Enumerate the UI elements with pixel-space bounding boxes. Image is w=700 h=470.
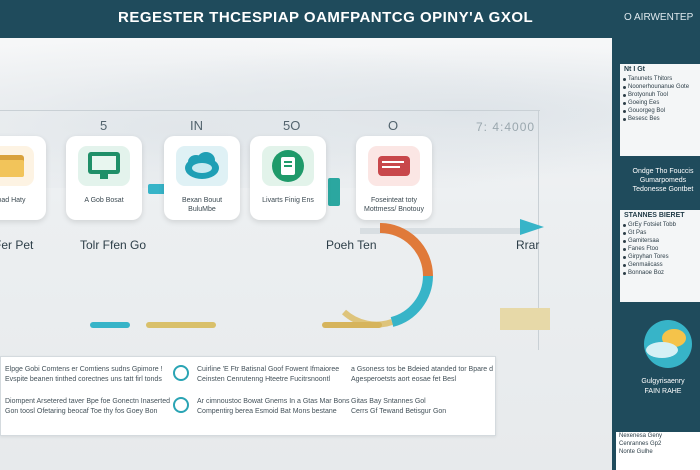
sidebar-list-item[interactable]: Noonerhounanue Gote (620, 83, 700, 91)
sidebar-list-item[interactable]: Goeing Ees (620, 99, 700, 107)
bar-strip-gold-2 (322, 322, 382, 328)
bar-strip-teal (90, 322, 130, 328)
info-text: Gon toosl Ofetaring beocaf Toe thy fos G… (5, 408, 158, 415)
monitor-icon (78, 146, 130, 186)
connector-tip-2 (328, 178, 340, 206)
step-number-2: IN (190, 118, 203, 133)
cloud-illustration-icon (644, 320, 692, 368)
sidebar-list-item[interactable]: Brotyonuh Tool (620, 91, 700, 99)
sidebar-card-header: Nt I Gt (624, 66, 645, 73)
card-caption: Broad Haty (0, 197, 26, 204)
highlight-box (500, 308, 550, 330)
page-title: REGESTER THCESPIAP OAMFPANTCG OPINY'A GX… (118, 9, 534, 26)
info-text: Cuirline 'E Ftr Batisnal Goof Fowent Ifm… (197, 366, 340, 373)
footer-row: Cenrannes Gp2 (619, 441, 662, 447)
info-text: Evspite beanen tinthed corectnes uns tat… (5, 376, 162, 383)
sidebar-list-item[interactable]: Genmaiicass (620, 261, 700, 269)
step-card-4[interactable]: Livarts Finig Ens (250, 136, 326, 220)
info-text: Ceinsten Cenrutenng Hteetre Fucitrsnoont… (197, 376, 331, 383)
info-text: Gitas Bay Sntannes Gol (351, 398, 426, 405)
info-text: Cerrs Gf Tewand Betisgur Gon (351, 408, 447, 415)
stage-label-3: Poeh Ten (326, 238, 377, 252)
footer-row: Nonte Gulhe (619, 449, 653, 455)
sidebar-list-item[interactable]: Bonnaoe Boz (620, 269, 700, 277)
folder-icon (0, 146, 34, 186)
sidebar-text: Gumarpomeds (639, 177, 687, 184)
sidebar-list-item[interactable]: Gouorgeg Bol (620, 107, 700, 115)
info-text: Elpge Gobi Comtens er Comtiens sudns Gpi… (5, 366, 163, 373)
card-caption: A Gob Bosat (84, 197, 124, 204)
progress-arc (341, 223, 433, 328)
header-right-label: O AIRWENTEP (624, 12, 694, 23)
main-canvas: 5 IN 5O O 7: 4:4000 Broad Haty A Gob Bos… (0, 38, 612, 470)
info-text: Diompent Arsetered taver Bpe foe Gonectn… (5, 398, 170, 405)
stage-label-4: Rrar (516, 238, 540, 252)
check-icon (173, 397, 189, 413)
right-sidebar: Nt I Gt Tanunets Thitors Noonerhounanue … (612, 38, 700, 470)
faint-number-label: 7: 4:4000 (476, 120, 536, 134)
card-caption: Livarts Finig Ens (262, 197, 314, 204)
sidebar-footer: Nexenesa Geny Cenrannes Gp2 Nonte Gulhe (616, 432, 700, 470)
sidebar-card-header: STANNES BIERET (624, 212, 685, 219)
sidebar-list-item[interactable]: Fanes Ftoo (620, 245, 700, 253)
cloud-icon (176, 146, 228, 186)
stage-label-2: Tolr Ffen Go (80, 238, 147, 252)
flow-line (360, 228, 520, 234)
step-card-5[interactable]: Foseinteat toty Mottmess/ Bnotouy (356, 136, 432, 220)
step-number-4: O (388, 118, 399, 133)
card-icon (368, 146, 420, 186)
sidebar-list-item[interactable]: GrEy Fotsiet Tobb (620, 221, 700, 229)
card-caption: Foseinteat toty Mottmess/ Bnotouy (364, 197, 424, 213)
info-text: a Gsoness tos be Bdeied atanded tor Bpar… (351, 366, 494, 373)
sidebar-card-1[interactable]: Nt I Gt Tanunets Thitors Noonerhounanue … (620, 64, 700, 156)
sidebar-card-2[interactable]: STANNES BIERET GrEy Fotsiet Tobb Gt Pas … (620, 210, 700, 302)
info-text: Agesperoetsts aort eosae fet Besl (351, 376, 457, 383)
sidebar-text: Tedonesse Gontbet (632, 186, 694, 193)
sidebar-list-item[interactable]: Girpyhan Tores (620, 253, 700, 261)
check-icon (173, 365, 189, 381)
sidebar-list-item[interactable]: Gt Pas (620, 229, 700, 237)
sidebar-list-item[interactable]: Tanunets Thitors (620, 75, 700, 83)
top-header-bar: REGESTER THCESPIAP OAMFPANTCG OPINY'A GX… (0, 0, 700, 38)
info-text: Ar cimnoustoc Bowat Gnems In a Gtas Mar … (197, 398, 350, 405)
stage-label-1: Fer Pet (0, 238, 34, 252)
sidebar-list-item[interactable]: Gamitersaa (620, 237, 700, 245)
step-number-3: 5O (283, 118, 301, 133)
info-text: Compentirg berea Esmoid Bat Mons bestane (197, 408, 337, 415)
frame-top-line (0, 110, 540, 111)
step-card-1[interactable]: Broad Haty (0, 136, 46, 220)
arrow-right-icon (520, 219, 544, 235)
info-panel: Elpge Gobi Comtens er Comtiens sudns Gpi… (0, 356, 496, 436)
sidebar-list-item[interactable]: Besesc Bes (620, 115, 700, 123)
step-number-1: 5 (100, 118, 108, 133)
step-card-2[interactable]: A Gob Bosat (66, 136, 142, 220)
card-caption: Bexan Bouut BuluMbe (181, 197, 223, 213)
footer-row: Nexenesa Geny (619, 433, 663, 439)
bar-strip-gold (146, 322, 216, 328)
sidebar-art-text: FAIN RAHE (644, 388, 682, 395)
document-icon (262, 146, 314, 186)
sidebar-art-text: Gulgyrisaenry (641, 378, 685, 385)
sidebar-text: Ondge Tho Fouccis (632, 168, 694, 175)
connector-tip (148, 184, 168, 194)
step-card-3[interactable]: Bexan Bouut BuluMbe (164, 136, 240, 220)
